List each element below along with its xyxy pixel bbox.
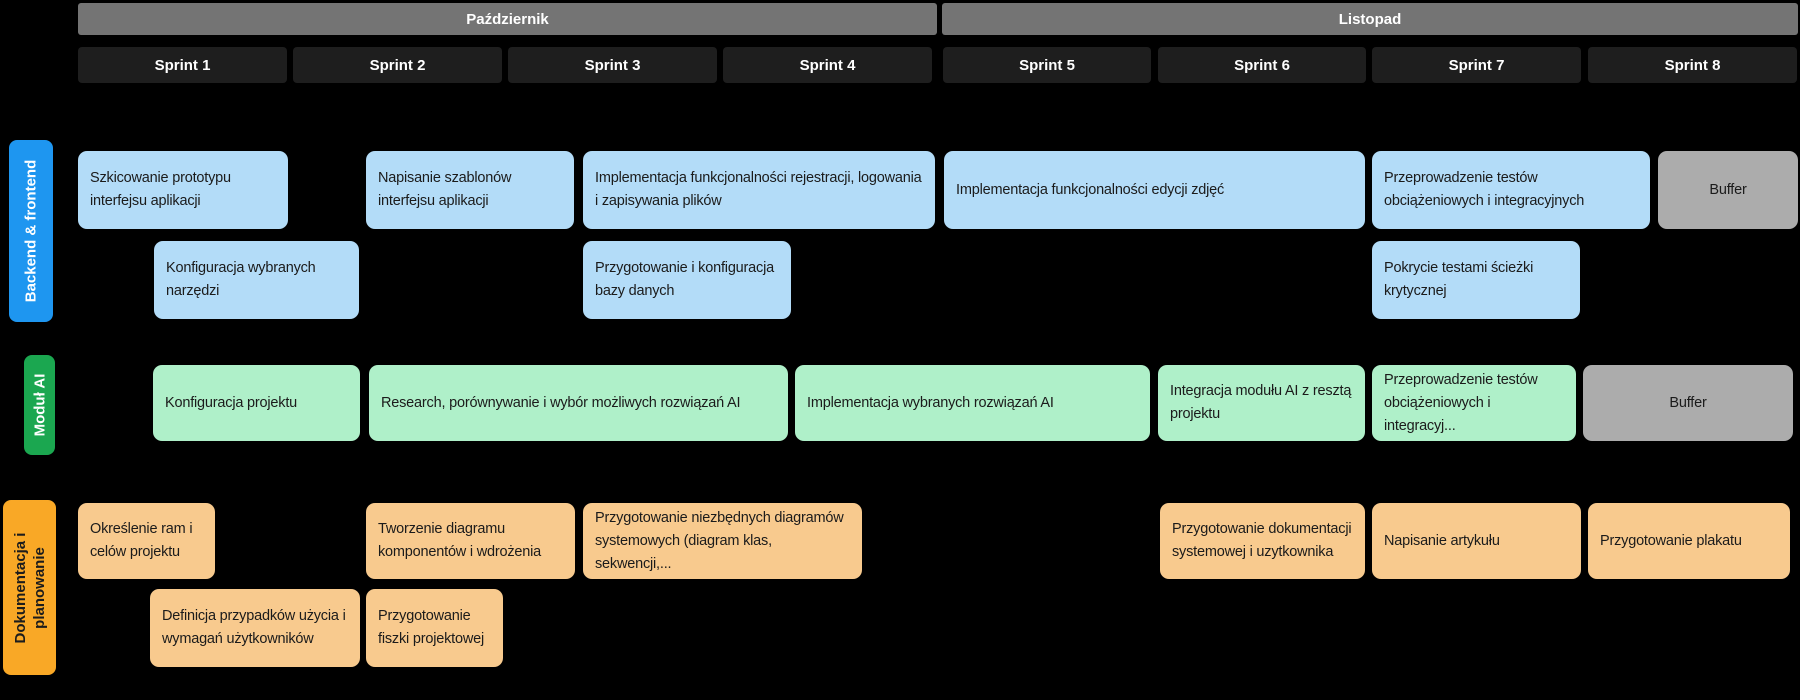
task-bar[interactable]: Napisanie artykułu bbox=[1372, 503, 1581, 579]
group-label-dokumentacja-planowanie: Dokumentacja i planowanie bbox=[3, 500, 56, 675]
sprint-header: Sprint 5 bbox=[943, 47, 1151, 83]
task-bar-label: Przeprowadzenie testów obciążeniowych i … bbox=[1384, 371, 1538, 434]
task-bar[interactable]: Napisanie szablonów interfejsu aplikacji bbox=[366, 151, 574, 229]
sprint-header: Sprint 2 bbox=[293, 47, 502, 83]
group-label-text: Dokumentacja i planowanie bbox=[11, 532, 48, 643]
task-bar[interactable]: Konfiguracja projektu bbox=[153, 365, 360, 441]
task-bar[interactable]: Tworzenie diagramu komponentów i wdrożen… bbox=[366, 503, 575, 579]
task-bar-label: Przygotowanie dokumentacji systemowej i … bbox=[1172, 521, 1352, 560]
task-bar-label: Przygotowanie fiszki projektowej bbox=[378, 608, 484, 647]
sprint-header: Sprint 7 bbox=[1372, 47, 1581, 83]
task-bar-label: Konfiguracja projektu bbox=[165, 394, 298, 411]
month-header: Listopad bbox=[942, 3, 1798, 35]
task-bar-label: Buffer bbox=[1709, 181, 1747, 198]
task-bar[interactable]: Pokrycie testami ścieżki krytycznej bbox=[1372, 241, 1580, 319]
task-bar-label: Implementacja funkcjonalności rejestracj… bbox=[595, 170, 922, 209]
task-bar-label: Napisanie artykułu bbox=[1384, 532, 1500, 549]
group-label-backend-frontend: Backend & frontend bbox=[9, 140, 53, 322]
task-bar[interactable]: Przygotowanie dokumentacji systemowej i … bbox=[1160, 503, 1365, 579]
sprint-header: Sprint 3 bbox=[508, 47, 717, 83]
buffer-bar[interactable]: Buffer bbox=[1658, 151, 1798, 229]
task-bar[interactable]: Implementacja funkcjonalności edycji zdj… bbox=[944, 151, 1365, 229]
sprint-header: Sprint 8 bbox=[1588, 47, 1797, 83]
sprint-header: Sprint 4 bbox=[723, 47, 932, 83]
task-bar-label: Implementacja funkcjonalności edycji zdj… bbox=[956, 181, 1225, 198]
task-bar[interactable]: Przygotowanie i konfiguracja bazy danych bbox=[583, 241, 791, 319]
task-bar-label: Przeprowadzenie testów obciążeniowych i … bbox=[1384, 170, 1585, 209]
task-bar-label: Buffer bbox=[1669, 394, 1707, 411]
task-bar-label: Definicja przypadków użycia i wymagań uż… bbox=[162, 608, 346, 647]
task-bar[interactable]: Przygotowanie fiszki projektowej bbox=[366, 589, 503, 667]
sprint-header: Sprint 6 bbox=[1158, 47, 1366, 83]
buffer-bar[interactable]: Buffer bbox=[1583, 365, 1793, 441]
task-bar-label: Implementacja wybranych rozwiązań AI bbox=[807, 394, 1054, 411]
task-bar[interactable]: Implementacja funkcjonalności rejestracj… bbox=[583, 151, 935, 229]
sprint-header: Sprint 1 bbox=[78, 47, 287, 83]
task-bar[interactable]: Przygotowanie plakatu bbox=[1588, 503, 1790, 579]
task-bar-label: Pokrycie testami ścieżki krytycznej bbox=[1384, 260, 1534, 299]
task-bar[interactable]: Research, porównywanie i wybór możliwych… bbox=[369, 365, 788, 441]
task-bar[interactable]: Przeprowadzenie testów obciążeniowych i … bbox=[1372, 365, 1576, 441]
task-bar[interactable]: Integracja modułu AI z resztą projektu bbox=[1158, 365, 1365, 441]
task-bar[interactable]: Określenie ram i celów projektu bbox=[78, 503, 215, 579]
group-label-text: Backend & frontend bbox=[22, 159, 40, 303]
group-label-modul-ai: Moduł AI bbox=[24, 355, 55, 455]
task-bar-label: Integracja modułu AI z resztą projektu bbox=[1170, 383, 1352, 422]
task-bar[interactable]: Konfiguracja wybranych narzędzi bbox=[154, 241, 359, 319]
task-bar-label: Określenie ram i celów projektu bbox=[90, 521, 193, 560]
task-bar-label: Szkicowanie prototypu interfejsu aplikac… bbox=[90, 170, 231, 209]
task-bar[interactable]: Szkicowanie prototypu interfejsu aplikac… bbox=[78, 151, 288, 229]
task-bar-label: Przygotowanie i konfiguracja bazy danych bbox=[595, 260, 774, 299]
task-bar[interactable]: Przygotowanie niezbędnych diagramów syst… bbox=[583, 503, 862, 579]
task-bar[interactable]: Przeprowadzenie testów obciążeniowych i … bbox=[1372, 151, 1650, 229]
task-bar[interactable]: Definicja przypadków użycia i wymagań uż… bbox=[150, 589, 360, 667]
task-bar-label: Research, porównywanie i wybór możliwych… bbox=[381, 394, 741, 411]
task-bar-label: Konfiguracja wybranych narzędzi bbox=[166, 260, 316, 299]
task-bar-label: Przygotowanie plakatu bbox=[1600, 532, 1742, 549]
task-bar[interactable]: Implementacja wybranych rozwiązań AI bbox=[795, 365, 1150, 441]
task-bar-label: Tworzenie diagramu komponentów i wdrożen… bbox=[378, 521, 542, 560]
task-bar-label: Napisanie szablonów interfejsu aplikacji bbox=[378, 170, 512, 209]
month-header: Październik bbox=[78, 3, 937, 35]
group-label-text: Moduł AI bbox=[31, 373, 48, 437]
task-bar-label: Przygotowanie niezbędnych diagramów syst… bbox=[595, 509, 844, 572]
